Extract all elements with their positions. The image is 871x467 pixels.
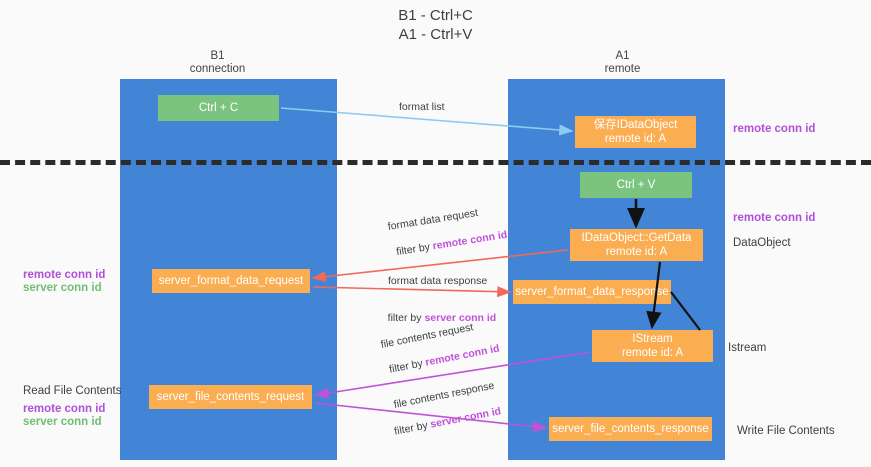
box-istream-line2: remote id: A bbox=[621, 347, 684, 359]
filter-by-text-2: filter by bbox=[387, 312, 425, 324]
page-title: B1 - Ctrl+C A1 - Ctrl+V bbox=[398, 7, 473, 43]
label-read-file-contents: Read File Contents bbox=[23, 385, 122, 397]
arrow-label-format-list: format list bbox=[399, 101, 445, 113]
box-server-format-data-request[interactable]: server_format_data_request bbox=[152, 269, 310, 293]
phase-divider bbox=[0, 160, 871, 165]
box-idataobject[interactable]: 保存IDataObject remote id: A bbox=[575, 116, 696, 148]
label-dataobject: DataObject bbox=[733, 237, 791, 249]
box-ctrl-c[interactable]: Ctrl + C bbox=[158, 95, 279, 121]
box-ctrl-c-label: Ctrl + C bbox=[198, 102, 239, 114]
server-conn-id-text-1: server conn id bbox=[424, 312, 497, 324]
remote-conn-id-text-1: remote conn id bbox=[431, 228, 509, 253]
box-getdata-line2: remote id: A bbox=[605, 246, 668, 258]
box-server-file-contents-response-label: server_file_contents_response bbox=[552, 423, 709, 435]
box-server-format-data-request-label: server_format_data_request bbox=[158, 275, 304, 287]
label-left-server-conn-id: server conn id bbox=[23, 282, 102, 294]
box-istream-line1: IStream bbox=[632, 333, 673, 345]
filter-by-text-1: filter by bbox=[395, 240, 434, 259]
remote-conn-id-text-2: remote conn id bbox=[424, 342, 501, 369]
label-left-remote-conn-id: remote conn id bbox=[23, 269, 106, 281]
box-idataobject-line2: remote id: A bbox=[604, 133, 667, 145]
box-server-format-data-response[interactable]: server_format_data_response bbox=[513, 280, 671, 304]
label-write-file-contents: Write File Contents bbox=[737, 425, 835, 437]
column-header-right: A1 remote bbox=[604, 50, 641, 75]
label-remote-conn-id-mid: remote conn id bbox=[733, 212, 816, 224]
label-left-server-conn-id-2: server conn id bbox=[23, 416, 102, 428]
column-header-left: B1 connection bbox=[189, 50, 246, 75]
arrow-label-format-data-response: format data response bbox=[388, 275, 488, 287]
filter-by-text-4: filter by bbox=[393, 418, 432, 438]
arrow-label-filter-server-conn-id-1: filter by server conn id bbox=[376, 299, 497, 338]
box-server-file-contents-request[interactable]: server_file_contents_request bbox=[149, 385, 312, 409]
box-server-file-contents-response[interactable]: server_file_contents_response bbox=[549, 417, 712, 441]
box-idataobject-line1: 保存IDataObject bbox=[593, 119, 678, 131]
server-conn-id-text-2: server conn id bbox=[429, 405, 503, 431]
label-istream: Istream bbox=[728, 342, 767, 354]
box-idataobject-getdata[interactable]: IDataObject::GetData remote id: A bbox=[570, 229, 703, 261]
filter-by-text-3: filter by bbox=[388, 356, 427, 376]
box-server-file-contents-request-label: server_file_contents_request bbox=[156, 391, 305, 403]
box-server-format-data-response-label: server_format_data_response bbox=[515, 286, 669, 298]
label-left-remote-conn-id-2: remote conn id bbox=[23, 403, 106, 415]
box-istream[interactable]: IStream remote id: A bbox=[592, 330, 713, 362]
box-ctrl-v[interactable]: Ctrl + V bbox=[580, 172, 692, 198]
box-getdata-line1: IDataObject::GetData bbox=[581, 232, 692, 244]
box-ctrl-v-label: Ctrl + V bbox=[616, 179, 656, 191]
label-remote-conn-id-top: remote conn id bbox=[733, 123, 816, 135]
